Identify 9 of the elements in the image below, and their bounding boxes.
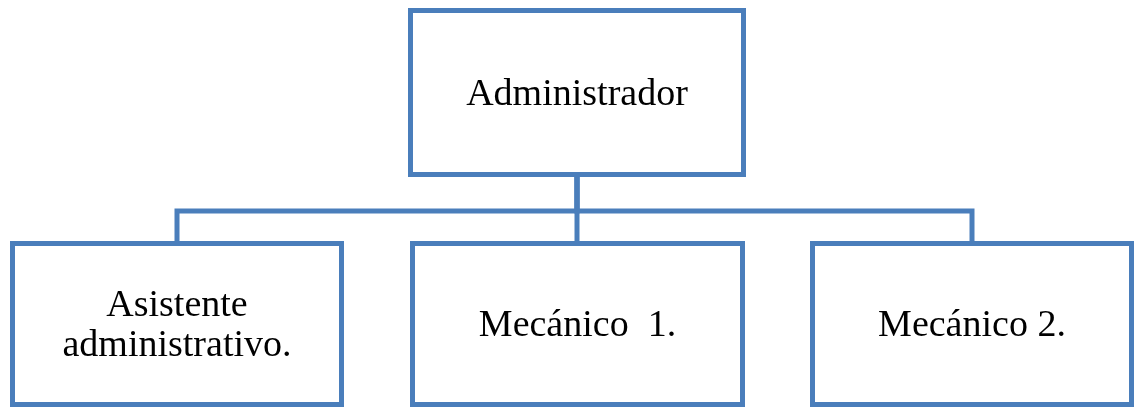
org-box [408, 8, 746, 177]
org-box [410, 241, 745, 407]
box-label: Mecánico 1. [478, 304, 677, 344]
box-label: Asistente administrativo. [61, 284, 293, 364]
org-box [10, 241, 344, 407]
box-label: Mecánico 2. [878, 304, 1066, 344]
org-box [810, 241, 1134, 407]
connector-line [574, 177, 975, 241]
box-label: Administrador [466, 72, 688, 113]
